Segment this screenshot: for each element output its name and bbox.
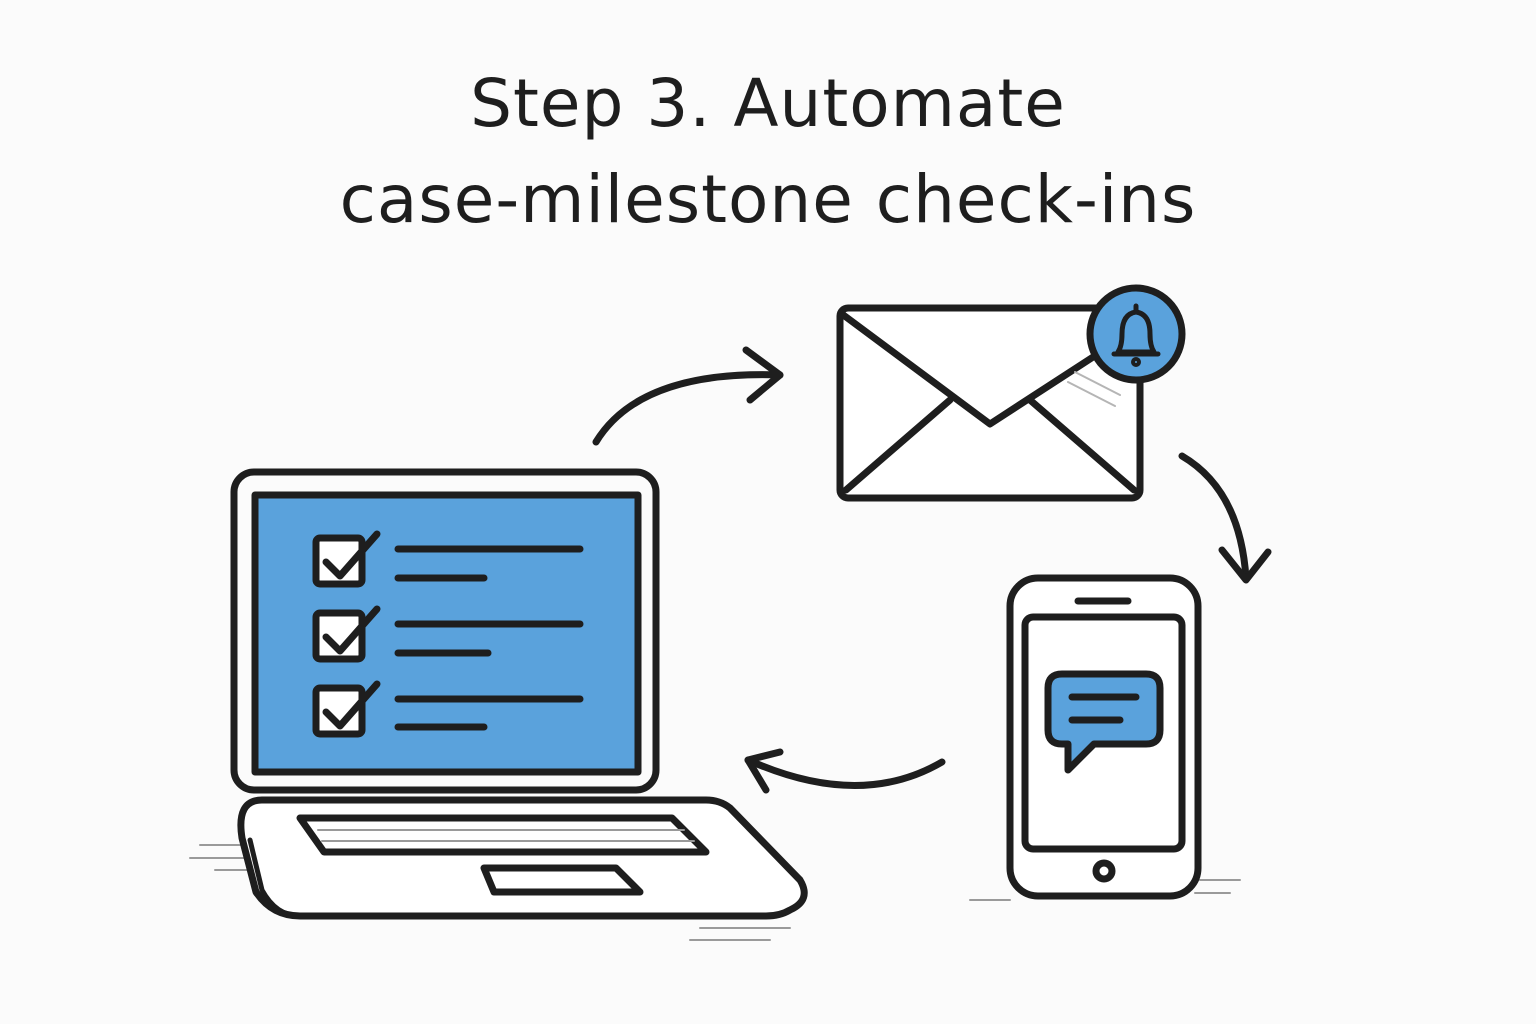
notification-badge	[1086, 284, 1186, 384]
arrow-email-to-phone	[1178, 452, 1272, 584]
checklist-item	[312, 680, 584, 738]
phone-shadow	[969, 879, 1241, 901]
smartphone-icon	[969, 574, 1241, 901]
title-line-2: case-milestone check-ins	[339, 161, 1197, 238]
chat-bubble-icon	[1044, 670, 1164, 774]
title-line-1: Step 3. Automate	[470, 65, 1066, 142]
laptop-keyboard	[296, 814, 710, 856]
phone-home-button	[1092, 859, 1116, 883]
phone-screen	[1021, 613, 1186, 853]
arrow-laptop-to-email	[592, 346, 784, 446]
checklist-icon	[312, 530, 584, 738]
laptop-screen-frame	[230, 468, 660, 794]
bell-icon	[1086, 284, 1186, 384]
envelope-body	[836, 304, 1144, 502]
arrow-phone-to-laptop	[744, 748, 946, 794]
laptop-icon	[189, 468, 808, 941]
page-title: Step 3. Automate case-milestone check-in…	[0, 56, 1536, 248]
laptop-trackpad	[480, 864, 644, 896]
checklist-item	[312, 530, 584, 588]
envelope-flap	[838, 310, 1114, 428]
envelope-icon	[836, 304, 1144, 502]
checklist-item	[312, 605, 584, 663]
